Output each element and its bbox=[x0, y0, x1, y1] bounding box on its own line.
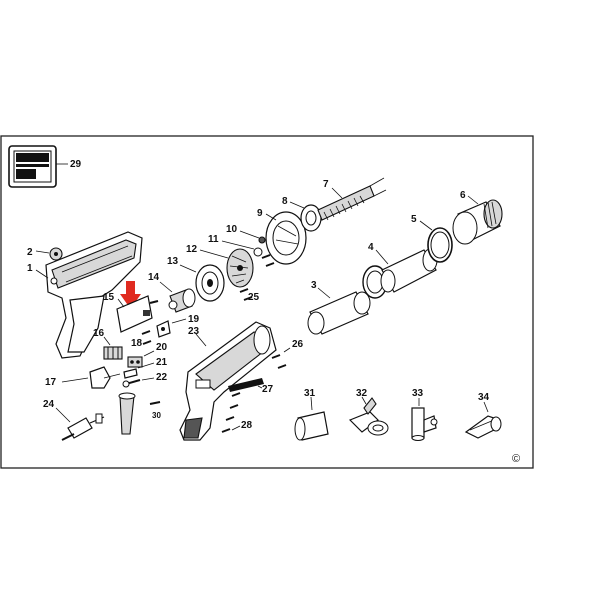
flat-nozzle bbox=[464, 415, 502, 439]
label-8: 8 bbox=[282, 196, 288, 207]
red-down-arrow-icon bbox=[120, 281, 141, 309]
nut-10 bbox=[258, 236, 266, 244]
label-5: 5 bbox=[411, 214, 417, 225]
screw bbox=[149, 300, 159, 304]
housing-half-left bbox=[45, 231, 143, 359]
label-1: 1 bbox=[27, 263, 33, 274]
cord-guard-17 bbox=[89, 366, 121, 389]
label-21: 21 bbox=[156, 357, 168, 368]
clamp-22 bbox=[122, 379, 141, 388]
label-32: 32 bbox=[356, 388, 368, 399]
inner-tube bbox=[307, 291, 371, 335]
o-ring bbox=[427, 227, 453, 263]
label-33: 33 bbox=[412, 388, 424, 399]
fan-impeller bbox=[226, 248, 254, 288]
heating-element bbox=[317, 177, 387, 221]
label-27: 27 bbox=[262, 384, 274, 395]
terminal-block bbox=[103, 346, 123, 360]
power-cord-plug bbox=[61, 413, 105, 441]
glass-protector-nozzle bbox=[411, 407, 438, 441]
switch-20 bbox=[127, 356, 143, 368]
label-2: 2 bbox=[27, 247, 33, 258]
label-29: 29 bbox=[70, 159, 82, 170]
deflector-nozzle bbox=[348, 397, 389, 436]
motor-holder bbox=[195, 264, 225, 302]
label-31: 31 bbox=[304, 388, 316, 399]
label-22: 22 bbox=[156, 372, 168, 383]
label-19: 19 bbox=[188, 314, 200, 325]
rating-label bbox=[228, 378, 264, 392]
reducer-nozzle bbox=[294, 411, 329, 441]
label-13: 13 bbox=[167, 256, 179, 267]
label-9: 9 bbox=[257, 208, 263, 219]
label-14: 14 bbox=[148, 272, 160, 283]
label-16: 16 bbox=[93, 328, 105, 339]
housing-half-right bbox=[179, 321, 277, 441]
screws-28 bbox=[221, 392, 241, 433]
label-30: 30 bbox=[152, 411, 161, 420]
screw-set-18 bbox=[141, 330, 152, 345]
label-23: 23 bbox=[188, 326, 200, 337]
circuit-board bbox=[116, 295, 153, 333]
label-18: 18 bbox=[131, 338, 143, 349]
heater-holder bbox=[265, 211, 307, 265]
label-17: 17 bbox=[45, 377, 57, 388]
label-20: 20 bbox=[156, 342, 168, 353]
label-7: 7 bbox=[323, 179, 329, 190]
ring-8 bbox=[300, 204, 322, 232]
manual-sheet-icon bbox=[8, 145, 57, 188]
screws-25 bbox=[239, 254, 275, 301]
label-24: 24 bbox=[43, 399, 55, 410]
label-10: 10 bbox=[226, 224, 238, 235]
label-28: 28 bbox=[241, 420, 253, 431]
outer-tube bbox=[380, 248, 438, 293]
screw-30 bbox=[149, 401, 161, 405]
bracket-19 bbox=[156, 320, 171, 338]
hanger-nut bbox=[49, 247, 63, 261]
label-11: 11 bbox=[208, 234, 219, 245]
label-25: 25 bbox=[248, 292, 260, 303]
strain-relief bbox=[118, 392, 136, 435]
label-3: 3 bbox=[311, 280, 317, 291]
diagram-frame bbox=[0, 135, 534, 469]
label-4: 4 bbox=[368, 242, 374, 253]
label-12: 12 bbox=[186, 244, 198, 255]
label-26: 26 bbox=[292, 339, 304, 350]
washer-11 bbox=[253, 247, 263, 257]
screws-26 bbox=[271, 354, 287, 369]
motor bbox=[168, 288, 196, 313]
label-34: 34 bbox=[478, 392, 490, 403]
clip-21 bbox=[123, 368, 138, 379]
label-6: 6 bbox=[460, 190, 466, 201]
copyright-symbol: © bbox=[512, 453, 520, 465]
nozzle-guard bbox=[452, 199, 503, 245]
label-15: 15 bbox=[103, 292, 115, 303]
